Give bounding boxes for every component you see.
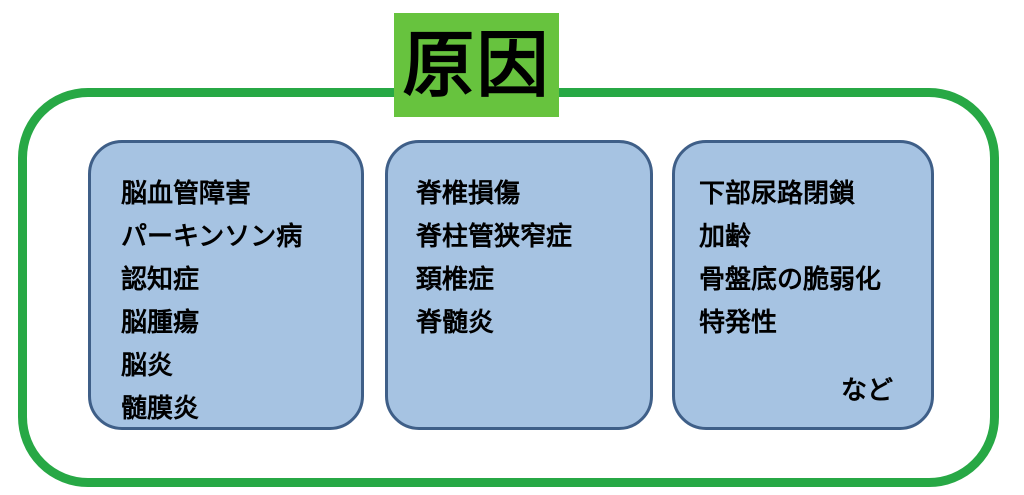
list-item: 脳腫瘍 (121, 308, 200, 338)
list-item: 骨盤底の脆弱化 (699, 265, 882, 295)
list-item: 頚椎症 (416, 265, 495, 295)
cause-list-spine: 脊椎損傷 脊柱管狭窄症 頚椎症 脊髄炎 (416, 173, 572, 345)
cause-list-brain: 脳血管障害 パーキンソン病 認知症 脳腫瘍 脳炎 髄膜炎 (121, 173, 302, 431)
list-item: 脊柱管狭窄症 (416, 222, 573, 252)
list-item: パーキンソン病 (121, 222, 303, 252)
cause-panel-spine: 脊椎損傷 脊柱管狭窄症 頚椎症 脊髄炎 (385, 140, 653, 430)
list-item: 脳血管障害 (121, 179, 252, 209)
cause-panel-other: 下部尿路閉鎖 加齢 骨盤底の脆弱化 特発性 など (672, 140, 934, 430)
list-item: 下部尿路閉鎖 (699, 179, 856, 209)
list-item: 脳炎 (121, 351, 174, 381)
cause-panel-brain: 脳血管障害 パーキンソン病 認知症 脳腫瘍 脳炎 髄膜炎 (88, 140, 364, 430)
list-item: 特発性 (699, 308, 778, 338)
cause-list-other: 下部尿路閉鎖 加齢 骨盤底の脆弱化 特発性 (699, 173, 881, 345)
list-item: 認知症 (121, 265, 200, 295)
list-item: 加齢 (699, 222, 752, 252)
etc-note: など (840, 376, 893, 406)
list-item: 脊椎損傷 (416, 179, 521, 209)
list-item: 脊髄炎 (416, 308, 495, 338)
title-box: 原因 (394, 13, 559, 117)
list-item: 髄膜炎 (121, 394, 200, 424)
diagram-title: 原因 (402, 22, 551, 107)
